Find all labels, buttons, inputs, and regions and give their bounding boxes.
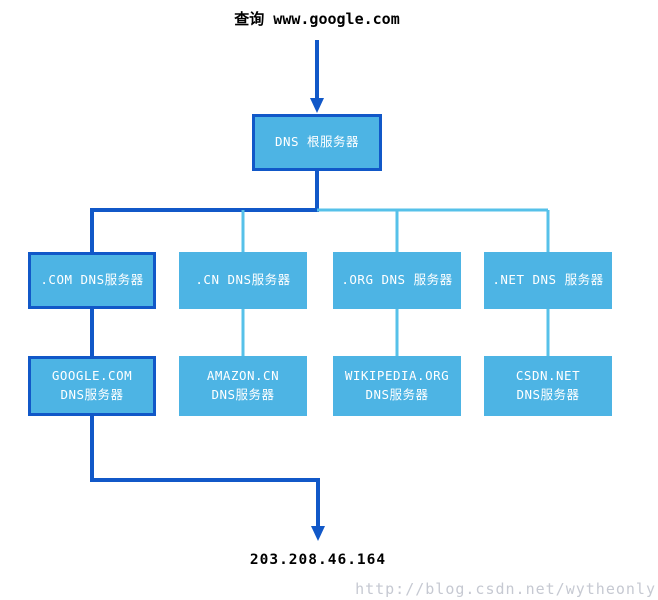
- node-tld-com: .COM DNS服务器: [28, 252, 156, 309]
- path-root-to-com: [90, 171, 319, 254]
- node-auth-wikipedia-line1: WIKIPEDIA.ORG: [344, 368, 450, 384]
- node-auth-csdn: CSDN.NET DNS服务器: [484, 356, 612, 416]
- node-auth-amazon-line1: AMAZON.CN: [206, 368, 280, 384]
- node-tld-net: .NET DNS 服务器: [484, 252, 612, 309]
- query-title: 查询 www.google.com: [234, 10, 400, 28]
- watermark-text: http://blog.csdn.net/wytheonly: [355, 580, 656, 598]
- node-auth-wikipedia: WIKIPEDIA.ORG DNS服务器: [333, 356, 461, 416]
- node-dns-root-label: DNS 根服务器: [274, 134, 360, 150]
- node-tld-org: .ORG DNS 服务器: [333, 252, 461, 309]
- node-auth-csdn-line2: DNS服务器: [516, 387, 580, 402]
- node-tld-com-label: .COM DNS服务器: [40, 272, 144, 288]
- node-dns-root: DNS 根服务器: [252, 114, 382, 171]
- node-tld-net-label: .NET DNS 服务器: [492, 272, 604, 288]
- node-auth-google: GOOGLE.COM DNS服务器: [28, 356, 156, 416]
- node-tld-org-label: .ORG DNS 服务器: [341, 272, 453, 288]
- node-auth-csdn-line1: CSDN.NET: [515, 368, 581, 384]
- result-arrow: [90, 414, 325, 541]
- node-tld-cn: .CN DNS服务器: [179, 252, 307, 309]
- node-auth-wikipedia-line2: DNS服务器: [365, 387, 429, 402]
- node-auth-google-line2: DNS服务器: [60, 387, 124, 402]
- node-auth-google-line1: GOOGLE.COM: [51, 368, 133, 384]
- query-arrow: [310, 40, 324, 113]
- node-auth-amazon-line2: DNS服务器: [211, 387, 275, 402]
- result-ip: 203.208.46.164: [249, 552, 387, 568]
- node-tld-cn-label: .CN DNS服务器: [195, 272, 291, 288]
- node-auth-amazon: AMAZON.CN DNS服务器: [179, 356, 307, 416]
